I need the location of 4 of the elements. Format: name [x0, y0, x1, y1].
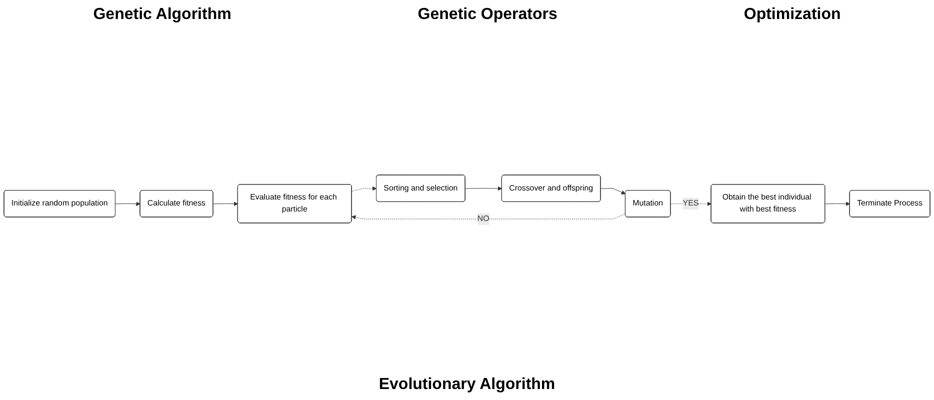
column-heading: Evolutionary Algorithm	[378, 376, 556, 394]
column-heading: Optimization	[744, 6, 841, 24]
column-heading: Genetic Algorithm	[93, 6, 232, 24]
column-heading: Genetic Operators	[418, 6, 558, 24]
